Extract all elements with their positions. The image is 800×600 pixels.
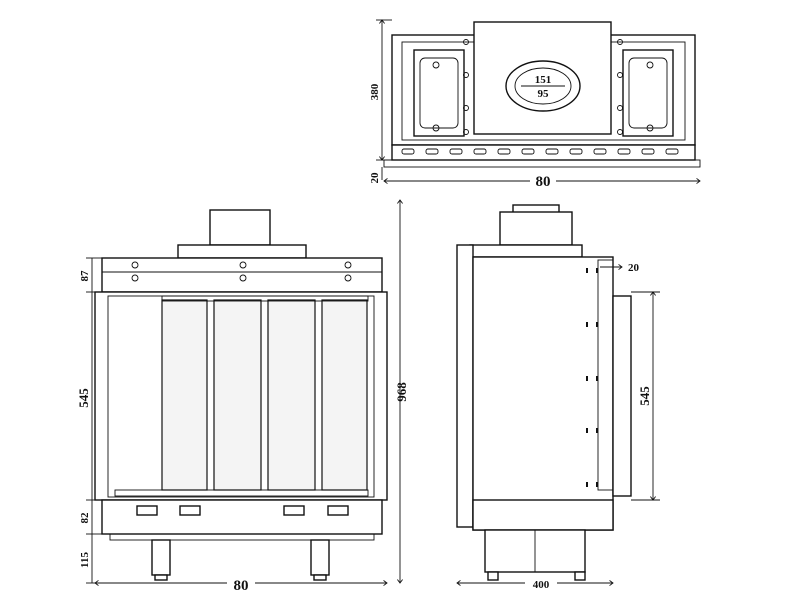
base-rail-slots	[401, 148, 679, 155]
side-back-panel	[456, 244, 474, 528]
glass-panel-4	[321, 299, 368, 491]
side-offset-dim: 20	[628, 262, 640, 274]
glass-panel-2	[213, 299, 262, 491]
side-main-body	[472, 256, 614, 531]
front-top-band	[101, 257, 383, 293]
front-lower-band	[101, 499, 383, 535]
side-depth-dim: 400	[533, 579, 550, 591]
top-view-left-panel	[413, 49, 465, 137]
front-left-leg	[151, 539, 171, 576]
side-view: 20 545 400	[456, 204, 660, 591]
top-view-width-dim: 80	[536, 174, 551, 190]
glass-panel-3	[267, 299, 316, 491]
front-right-leg	[310, 539, 330, 576]
flue-outlet-inner	[514, 67, 572, 105]
front-flue-collar	[209, 209, 271, 246]
flue-label-top: 151	[535, 74, 552, 86]
side-opening-dim: 545	[637, 386, 652, 406]
front-view: 87 545 82 115 80 968	[76, 200, 409, 594]
front-top-band-dim: 87	[79, 270, 91, 282]
front-lower-band-dim: 82	[79, 512, 91, 524]
front-legs-dim: 115	[79, 552, 91, 568]
top-view-right-panel	[622, 49, 674, 137]
flue-label-bottom: 95	[538, 88, 550, 100]
side-glass-profile	[612, 295, 632, 497]
side-bolt-marks	[586, 268, 598, 487]
glass-panel-1	[161, 299, 208, 491]
top-view-base-rail	[391, 144, 696, 161]
front-vent-slots	[136, 505, 349, 516]
front-total-height-dim: 968	[394, 382, 409, 402]
top-view-base-dim: 20	[369, 172, 381, 184]
front-width-dim: 80	[234, 578, 249, 594]
front-opening-dim: 545	[76, 388, 91, 408]
top-view: 151 95 380 20 80	[369, 20, 700, 190]
top-view-height-dim: 380	[369, 83, 381, 100]
